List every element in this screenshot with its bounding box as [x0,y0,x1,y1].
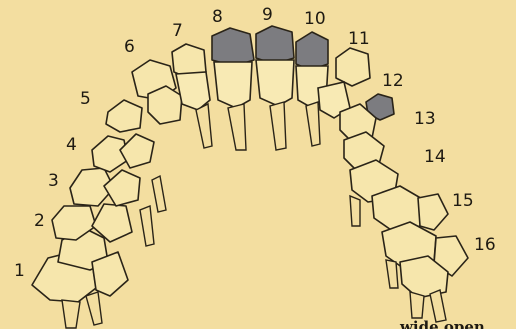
tooth-number-3: 3 [48,171,59,191]
tooth-number-13: 13 [414,109,436,129]
tooth-number-14: 14 [424,147,446,167]
right-arch [340,94,468,322]
tooth-number-8: 8 [212,7,223,27]
tooth-10-crown [296,32,328,70]
caption-fragment: wide open [399,318,485,329]
tooth-9-crown [256,26,294,64]
tooth-8-crown [212,28,254,66]
tooth-number-7: 7 [172,21,183,41]
tooth-number-4: 4 [66,135,77,155]
tooth-number-1: 1 [14,261,25,281]
tooth-number-10: 10 [304,9,326,29]
left-arch [32,60,182,328]
tooth-number-12: 12 [382,71,404,91]
tooth-number-5: 5 [80,89,91,109]
tooth-number-2: 2 [34,211,45,231]
tooth-number-16: 16 [474,235,496,255]
tooth-number-6: 6 [124,37,135,57]
tooth-number-11: 11 [348,29,370,49]
tooth-number-15: 15 [452,191,474,211]
tooth-number-9: 9 [262,5,273,25]
